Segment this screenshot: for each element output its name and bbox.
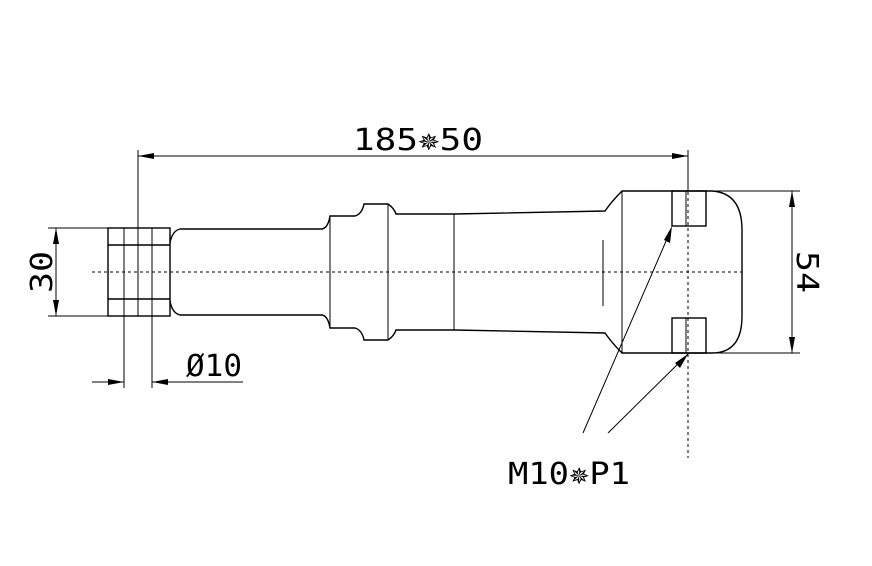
thread-hole-bottom: [671, 317, 707, 354]
shaft-outline: [169, 190, 743, 354]
end-height-label: 30: [25, 251, 60, 293]
thread-leaders: [582, 226, 689, 434]
head-width-dimension: [712, 190, 800, 354]
thread-hole-top: [671, 190, 707, 227]
pin-diameter-label: Ø10: [186, 349, 242, 384]
end-height-dimension: [48, 227, 108, 317]
pin-diameter-dimension: [92, 316, 243, 388]
head-width-label: 54: [789, 251, 824, 293]
length-label: 185✵50: [353, 123, 483, 158]
length-dimension: [137, 150, 689, 316]
end-block: [107, 227, 171, 317]
thread-callout-label: M10✵P1: [508, 457, 630, 492]
